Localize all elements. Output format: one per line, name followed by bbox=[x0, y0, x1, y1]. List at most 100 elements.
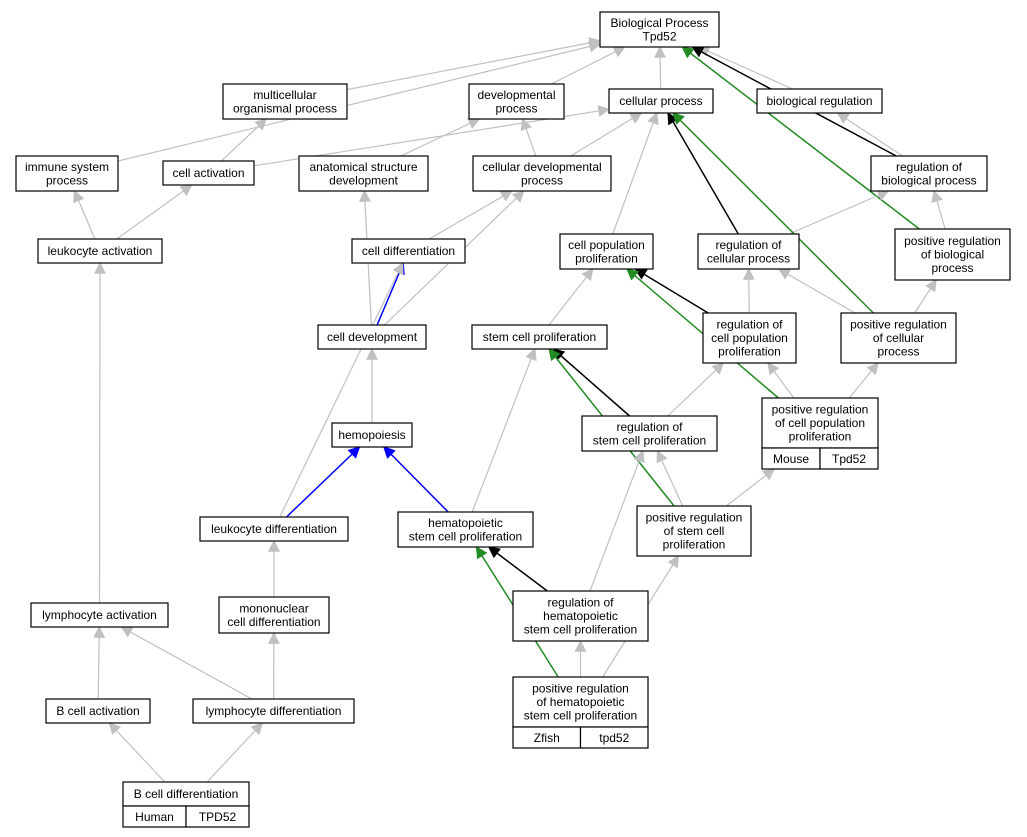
node-box bbox=[15, 155, 119, 192]
go-term-node-leukocyte_diff[interactable]: leukocyte differentiation bbox=[199, 516, 349, 542]
node-label-line: B cell activation bbox=[56, 704, 139, 718]
go-term-node-hemopoiesis[interactable]: hemopoiesis bbox=[331, 422, 413, 448]
node-label-line: cell development bbox=[327, 330, 418, 344]
node-label-line: regulation of bbox=[547, 596, 614, 610]
edge-pos_reg_cell_pop_prolif-to-pos_reg_cellular bbox=[848, 362, 879, 399]
node-box bbox=[199, 516, 349, 542]
node-label-line: development bbox=[329, 173, 398, 187]
node-label-line: cell differentiation bbox=[227, 615, 320, 629]
edge-b_cell_diff-to-lymphocyte_diff bbox=[206, 722, 264, 783]
edge-lymphocyte_activation-to-leukocyte_activation bbox=[93, 261, 106, 604]
node-box bbox=[468, 83, 565, 120]
go-term-node-cell_activation[interactable]: cell activation bbox=[162, 160, 255, 186]
node-label-line: mononuclear bbox=[239, 601, 308, 615]
node-label-line: biological regulation bbox=[766, 94, 872, 108]
node-box bbox=[471, 324, 608, 350]
node-label-line: of biological bbox=[921, 248, 984, 262]
edge-b_cell_diff-to-b_cell_activation bbox=[108, 722, 166, 783]
node-label-line: regulation of bbox=[896, 160, 963, 174]
node-label-line: Tpd52 bbox=[642, 29, 676, 43]
node-box bbox=[512, 590, 649, 642]
node-label-line: stem cell proliferation bbox=[524, 709, 637, 723]
node-label-line: proliferation bbox=[789, 430, 852, 444]
go-term-node-leukocyte_activation[interactable]: leukocyte activation bbox=[37, 238, 163, 264]
edge-cell_development-to-cell_differentiation bbox=[376, 261, 405, 326]
edge-pos_reg_cellular-to-reg_cellular bbox=[777, 268, 856, 314]
node-label-line: cellular process bbox=[619, 94, 702, 108]
edge-cell_differentiation-to-cellular_developmental bbox=[428, 190, 513, 240]
node-label-line: regulation of bbox=[616, 420, 683, 434]
node-label-line: leukocyte differentiation bbox=[211, 522, 337, 536]
edge-lymphocyte_diff-to-lymphocyte_activation bbox=[120, 626, 253, 700]
edge-hsc_prolif-to-stem_cell_prolif bbox=[471, 347, 537, 513]
edge-pos_reg_biological-to-root bbox=[681, 46, 920, 230]
edge-anatomical-to-developmental bbox=[400, 118, 481, 157]
edge-pos_reg_cell_pop_prolif-to-reg_cell_pop_prolif bbox=[767, 362, 795, 399]
edge-pos_reg_cellular-to-cellular_process bbox=[672, 112, 874, 314]
node-box bbox=[37, 238, 163, 264]
node-label-line: positive regulation bbox=[646, 511, 743, 525]
node-box bbox=[608, 88, 714, 114]
node-label-line: of cellular bbox=[873, 331, 924, 345]
tag-gene-cell bbox=[579, 726, 649, 749]
edge-pos_reg_biological-to-reg_biological bbox=[931, 189, 946, 230]
node-box bbox=[45, 698, 151, 724]
edge-pos_reg_stem_cell_prolif-to-pos_reg_cell_pop_prolif bbox=[725, 468, 776, 507]
node-label-line: cell differentiation bbox=[362, 244, 455, 258]
node-label-line: stem cell proliferation bbox=[593, 433, 706, 447]
node-label-line: process bbox=[521, 173, 563, 187]
node-label-line: cell population bbox=[711, 331, 788, 345]
go-term-node-cellular_process[interactable]: cellular process bbox=[608, 88, 714, 114]
node-label-line: positive regulation bbox=[904, 234, 1001, 248]
edge-pos_reg_cellular-to-pos_reg_biological bbox=[914, 278, 937, 314]
node-box bbox=[512, 676, 649, 728]
node-label-line: developmental bbox=[477, 88, 555, 102]
node-box bbox=[298, 155, 429, 192]
go-term-node-lymphocyte_diff[interactable]: lymphocyte differentiation bbox=[192, 698, 355, 724]
tag-species-label: Human bbox=[135, 810, 174, 824]
edge-reg_cellular-to-cellular_process bbox=[667, 111, 739, 235]
node-label-line: hematopoietic bbox=[428, 516, 503, 530]
node-label-line: process bbox=[46, 173, 88, 187]
node-label-line: cellular developmental bbox=[482, 160, 601, 174]
go-term-node-b_cell_activation[interactable]: B cell activation bbox=[45, 698, 151, 724]
node-label-line: positive regulation bbox=[772, 403, 869, 417]
node-label-line: process bbox=[495, 101, 537, 115]
go-term-node-lymphocyte_activation[interactable]: lymphocyte activation bbox=[30, 602, 169, 628]
edge-reg_biological-to-biological_regulation bbox=[836, 112, 903, 157]
go-term-node-cell_development[interactable]: cell development bbox=[317, 324, 427, 350]
go-term-node-biological_regulation[interactable]: biological regulation bbox=[756, 88, 883, 114]
node-label-line: regulation of bbox=[715, 238, 782, 252]
node-label-line: process bbox=[931, 261, 973, 275]
go-term-node-stem_cell_prolif[interactable]: stem cell proliferation bbox=[471, 324, 608, 350]
edge-leukocyte_activation-to-cell_activation bbox=[116, 184, 193, 240]
node-label-line: organismal process bbox=[233, 101, 337, 115]
node-box bbox=[351, 238, 466, 264]
go-term-node-cell_differentiation[interactable]: cell differentiation bbox=[351, 238, 466, 264]
edge-immune_system-to-root bbox=[117, 40, 602, 162]
